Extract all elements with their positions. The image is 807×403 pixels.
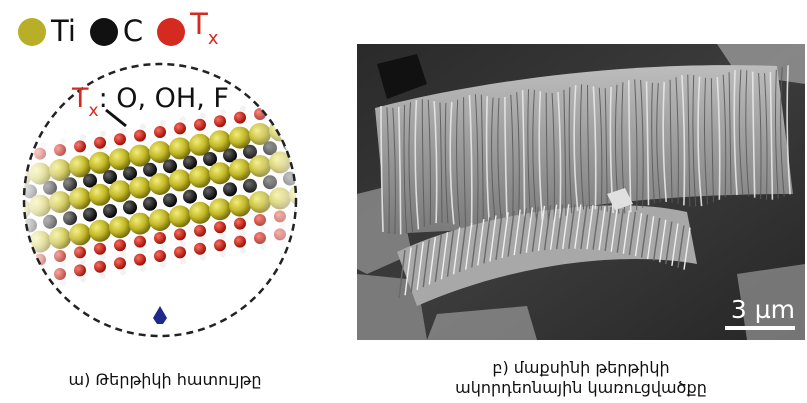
ti-atom: [289, 115, 296, 138]
o-atom: [24, 151, 26, 164]
pointer-line: [105, 108, 127, 128]
o-atom: [294, 224, 296, 237]
h-atom: [300, 219, 306, 225]
legend-item-ti: Ti: [18, 17, 76, 46]
h-atom: [300, 95, 306, 101]
o-atom: [274, 104, 286, 117]
o-atom: [294, 100, 296, 113]
ti-atom: [24, 234, 31, 257]
o-atom: [24, 275, 26, 288]
tx-annotation: Tx: O, OH, F: [72, 83, 229, 121]
ti-atom: [309, 112, 310, 134]
h-atom: [280, 98, 286, 105]
ti-atom-swatch: [18, 17, 46, 46]
caption-b: բ) մաքսինի թերթիկի ակորդեոնային կառուցվա…: [357, 358, 805, 398]
h-atom: [24, 269, 26, 276]
caption-b-line-2: ակորդեոնային կառուցվածքը: [455, 378, 707, 397]
star-marker: [153, 306, 167, 324]
ti-atom: [309, 144, 310, 166]
ti-atom: [10, 238, 11, 260]
scale-bar: [725, 326, 795, 330]
o-atom: [24, 257, 26, 270]
ti-atom: [10, 170, 11, 192]
c-atom: [303, 134, 310, 148]
legend-item-c: C: [89, 14, 144, 48]
legend-label-tx: Tx: [190, 7, 219, 50]
panel-a: Ti C Tx: [0, 0, 330, 345]
c-atom: [10, 222, 17, 236]
legend: Ti C Tx: [18, 10, 233, 53]
legend-item-tx: Tx: [157, 7, 219, 53]
caption-a: ա) Թերթիկի հատույթը: [68, 370, 262, 389]
legend-label-ti: Ti: [51, 14, 76, 48]
h-atom: [24, 287, 26, 294]
scale-bar-label: 3 µm: [730, 295, 795, 324]
atomic-structure-illustration: [10, 62, 310, 338]
caption-b-line-1: բ) մաքսինի թերթիկի: [492, 358, 670, 377]
h-atom: [300, 237, 306, 243]
h-atom: [24, 145, 26, 152]
ti-atom: [309, 180, 310, 202]
tx-atom-swatch: [157, 17, 186, 46]
legend-label-c: C: [122, 14, 144, 48]
h-atom: [260, 102, 266, 108]
mxene-stack-lower: [397, 205, 697, 306]
c-atom-swatch: [89, 17, 118, 46]
ti-atom: [10, 202, 11, 224]
panel-b: 3 µm: [357, 44, 805, 340]
c-atom: [303, 168, 310, 182]
c-atom: [10, 188, 17, 202]
sem-micrograph: [357, 44, 805, 340]
dashed-circle-outline: [22, 62, 298, 338]
h-atom: [40, 283, 46, 290]
